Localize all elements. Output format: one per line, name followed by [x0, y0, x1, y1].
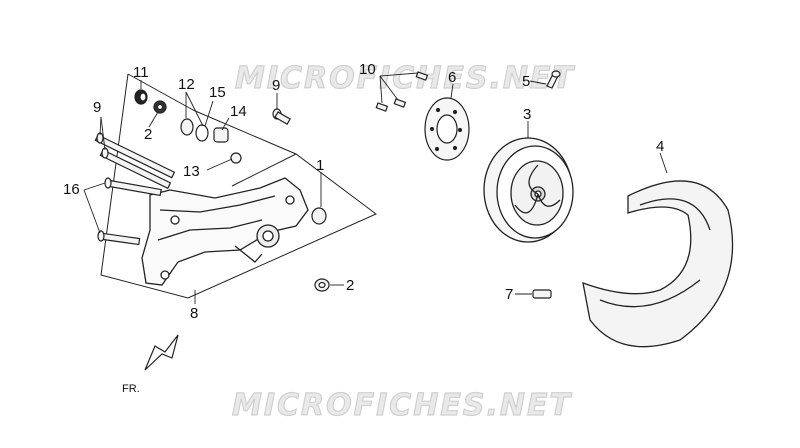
callout-4: 4	[656, 138, 664, 155]
tire-valve-5	[546, 70, 561, 89]
callout-7: 7	[505, 286, 513, 303]
callout-5: 5	[522, 73, 530, 90]
long-bolts-9	[94, 132, 176, 190]
callout-13: 13	[183, 163, 200, 180]
direction-label: FR.	[122, 383, 140, 395]
group-outline-8	[100, 73, 377, 299]
swing-arm-bracket	[141, 177, 309, 286]
callout-2-bottom: 2	[346, 277, 354, 294]
wheel-rim-3	[483, 137, 574, 243]
callout-9-right: 9	[272, 77, 280, 94]
tire-4	[582, 180, 734, 348]
bushing-parts	[180, 118, 327, 225]
callout-2-top: 2	[144, 126, 152, 143]
balance-weight-7	[532, 289, 552, 299]
watermark-top: MICROFICHES.NET	[235, 61, 576, 96]
callout-8: 8	[190, 305, 198, 322]
watermark-bottom: MICROFICHES.NET	[232, 388, 573, 423]
direction-arrow	[144, 334, 179, 371]
callout-6: 6	[448, 69, 456, 86]
callout-14: 14	[230, 103, 247, 120]
callout-10: 10	[359, 61, 376, 78]
callout-11: 11	[133, 64, 149, 81]
callout-1: 1	[316, 157, 324, 174]
callout-16: 16	[63, 181, 80, 198]
brake-disc-6	[424, 97, 470, 161]
disc-bolts-10	[375, 71, 429, 112]
leader-lines	[83, 72, 668, 304]
washer-2-top	[153, 100, 167, 114]
bolt-9-right	[272, 108, 291, 126]
callout-labels: 11 2 9 12 15 14 13 16 9 1 2 8 10 6 5 3 4…	[63, 61, 664, 395]
callout-3: 3	[523, 106, 531, 123]
callout-9-left: 9	[93, 99, 101, 116]
nut-2-bottom	[314, 278, 330, 292]
callout-15: 15	[209, 84, 226, 101]
nut-11	[134, 89, 148, 105]
callout-12: 12	[178, 76, 195, 93]
bolts-16	[97, 177, 162, 246]
